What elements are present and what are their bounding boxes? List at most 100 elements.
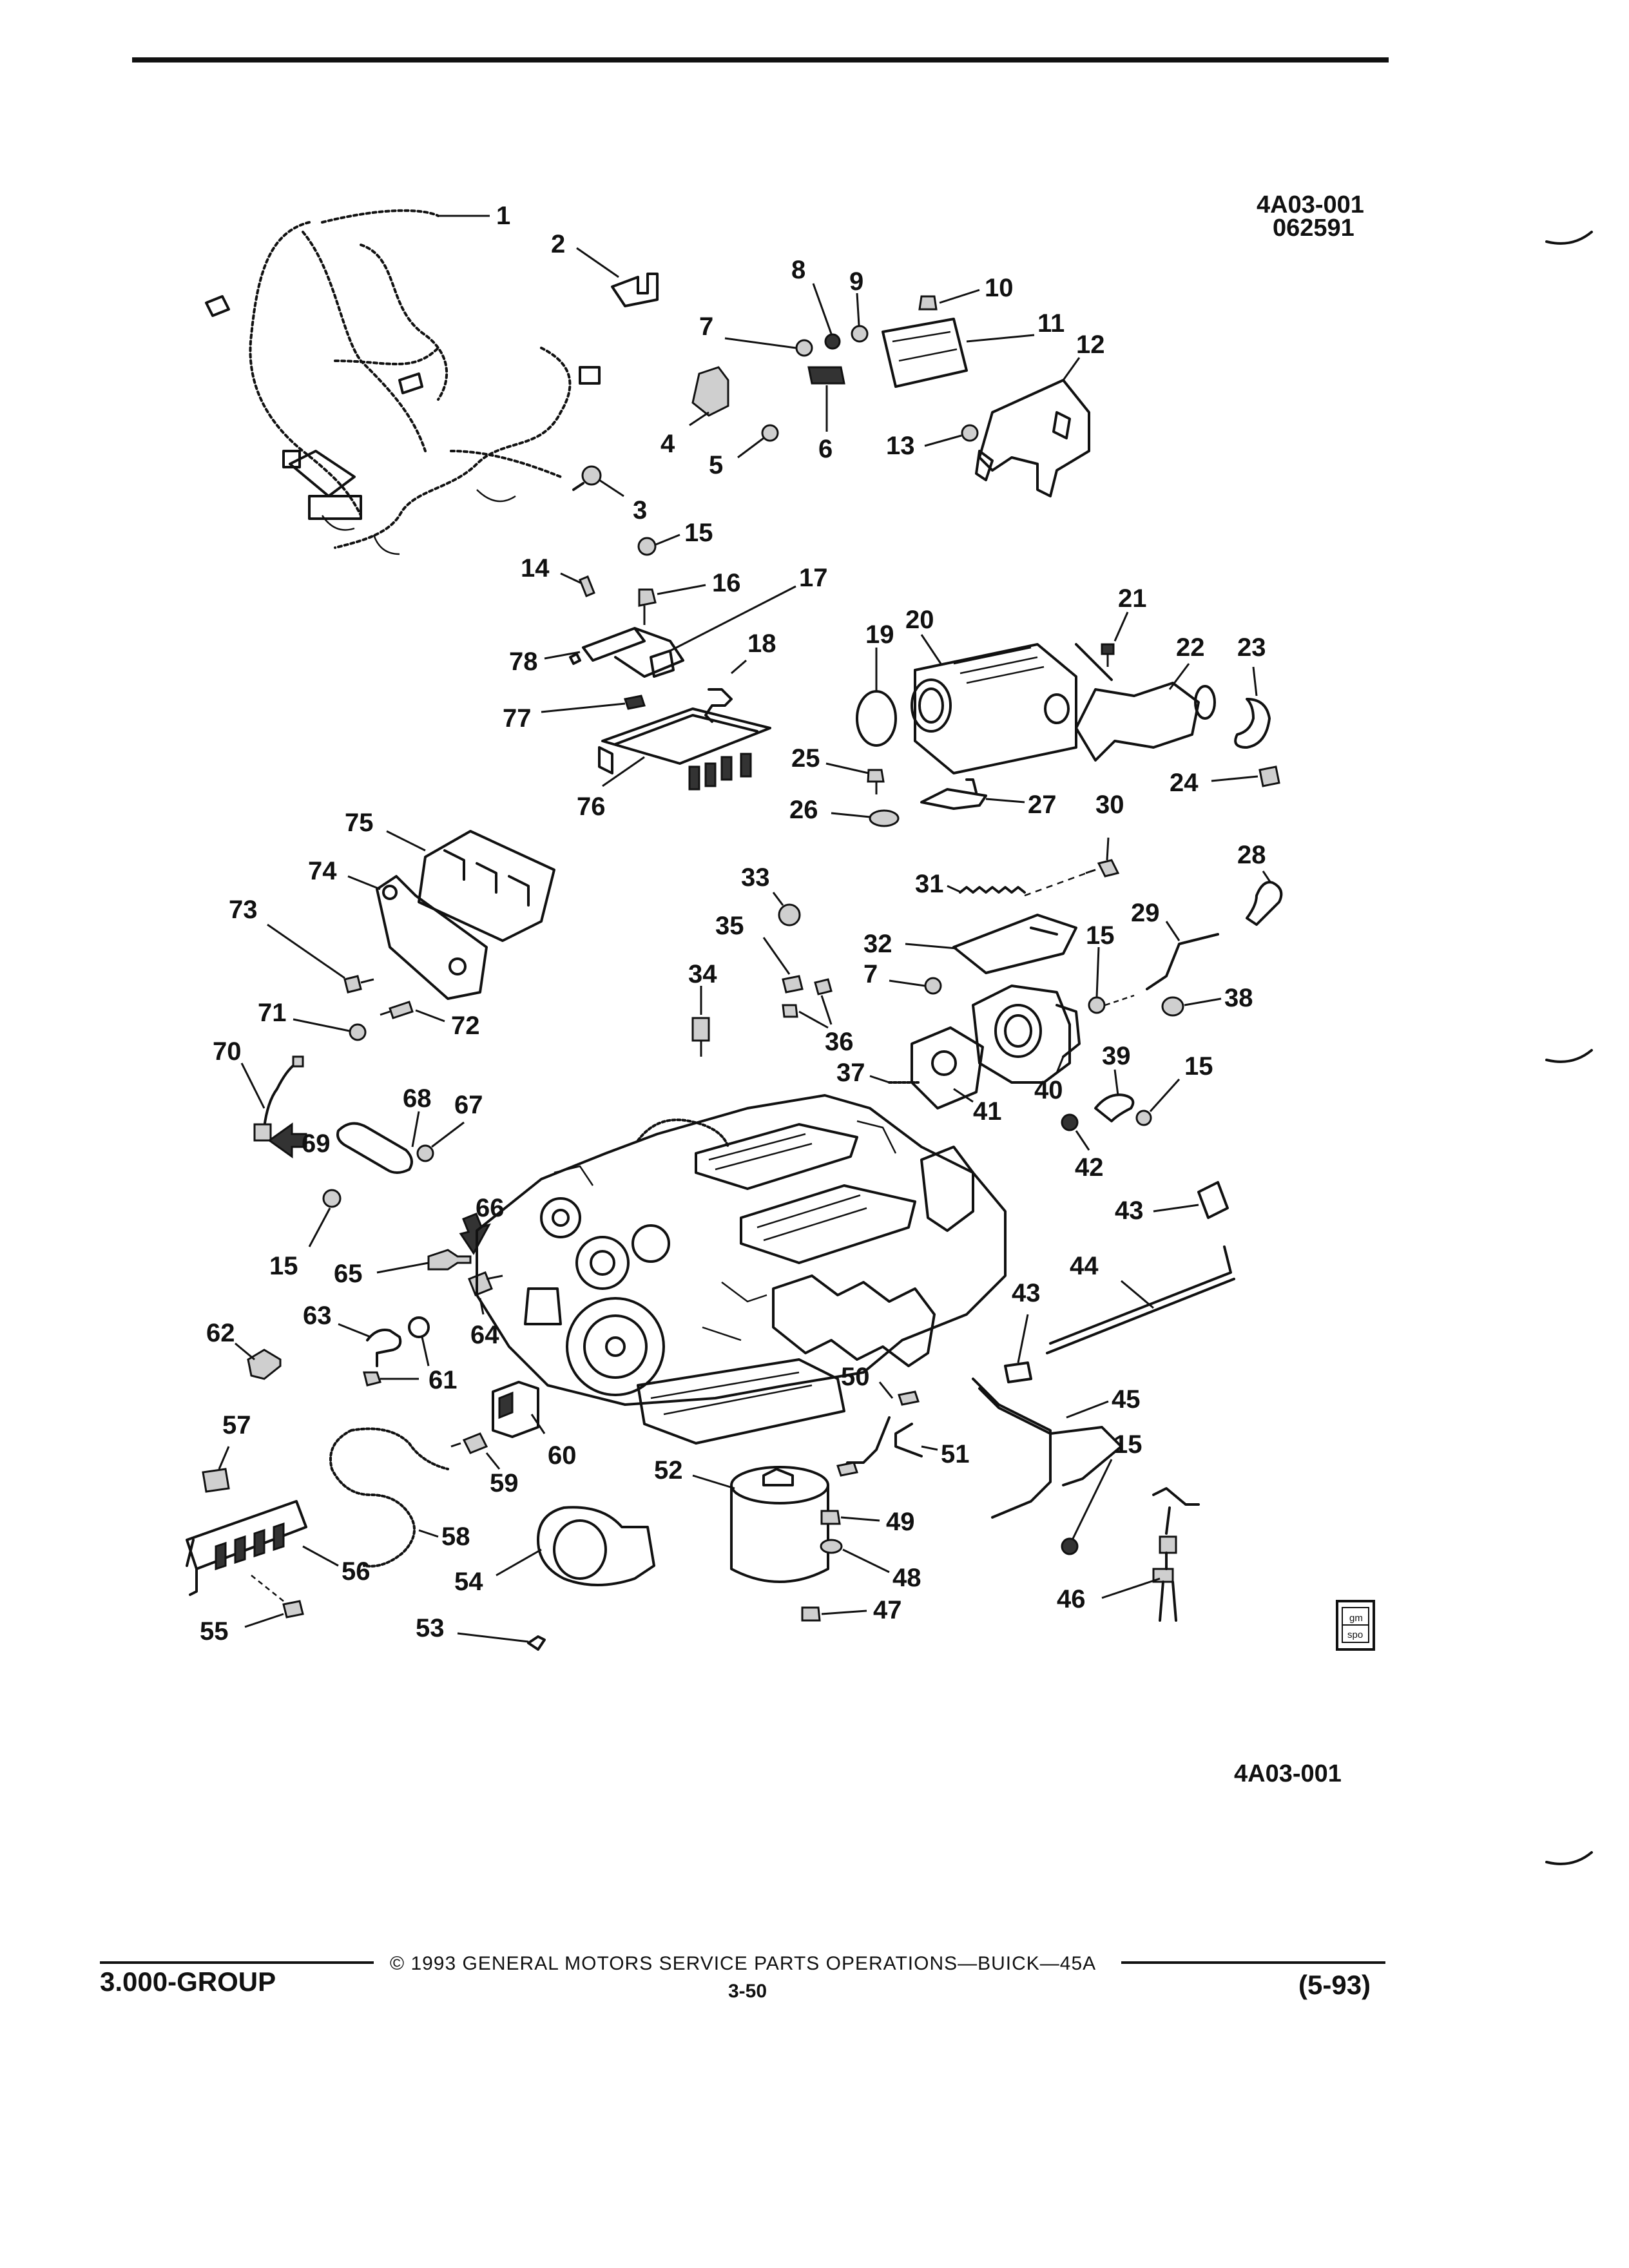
leader-49 (840, 1516, 880, 1522)
leader-72 (415, 1009, 445, 1023)
leader-44 (1121, 1280, 1154, 1309)
callout-29: 29 (1131, 899, 1160, 927)
spring-part (959, 886, 1026, 894)
location-arrow-icon (459, 1213, 491, 1255)
nut-part (1061, 1113, 1079, 1131)
leader-73 (267, 923, 345, 979)
leader-26 (831, 812, 871, 818)
leader-15a (655, 533, 680, 546)
callout-43b: 43 (1012, 1279, 1041, 1307)
leader-43a (1153, 1204, 1199, 1213)
leader-7b (889, 979, 925, 987)
callout-36: 36 (825, 1028, 854, 1056)
sensor-part (247, 1349, 282, 1380)
callout-78: 78 (509, 648, 538, 676)
leader-36b (798, 1010, 829, 1029)
sub-harness-part (329, 1427, 449, 1568)
leader-16 (657, 584, 706, 595)
callout-56: 56 (342, 1557, 371, 1586)
leader-71 (293, 1018, 350, 1032)
connector-part (202, 1468, 230, 1493)
callout-10: 10 (985, 274, 1014, 302)
callout-70: 70 (213, 1037, 242, 1066)
leader-15b (1095, 947, 1100, 998)
callout-42: 42 (1075, 1153, 1104, 1182)
leader-17 (670, 585, 796, 652)
gasket-part (911, 1026, 984, 1110)
callout-68: 68 (403, 1084, 432, 1113)
callout-58: 58 (441, 1523, 470, 1551)
callout-15b: 15 (1086, 921, 1115, 950)
nut-part (416, 1144, 434, 1162)
callout-24: 24 (1170, 769, 1199, 797)
footer-copyright: © 1993 GENERAL MOTORS SERVICE PARTS OPER… (390, 1953, 1096, 1974)
sensor-part (253, 1055, 304, 1142)
callout-8: 8 (791, 256, 805, 284)
switch-part (691, 1017, 710, 1057)
leader-76 (602, 756, 645, 787)
leader-7a (724, 337, 796, 349)
fuel-rail-part (598, 707, 771, 791)
intake-plenum-part (418, 830, 555, 942)
callout-40: 40 (1034, 1076, 1063, 1104)
callout-60: 60 (548, 1441, 577, 1470)
screw-part (579, 575, 595, 597)
callout-6: 6 (818, 435, 833, 463)
leader-47 (821, 1610, 867, 1615)
bracket-part (376, 875, 488, 1000)
callout-3: 3 (633, 496, 647, 524)
callout-33: 33 (741, 863, 770, 892)
callout-15d: 15 (269, 1252, 298, 1280)
callout-51: 51 (941, 1440, 970, 1468)
leader-18 (731, 659, 747, 675)
hose-part (898, 1390, 920, 1406)
callout-25: 25 (791, 744, 820, 773)
nut-part (1135, 1110, 1152, 1126)
leader-50 (878, 1381, 894, 1399)
callout-15a: 15 (684, 519, 713, 547)
air-cleaner-part (911, 643, 1077, 774)
callout-73: 73 (229, 896, 258, 924)
leader-2 (576, 247, 619, 278)
sensor-part (691, 366, 729, 417)
oxygen-sensor-part (1152, 1487, 1200, 1622)
callout-27: 27 (1028, 791, 1057, 819)
callout-17: 17 (799, 564, 828, 592)
callout-28: 28 (1237, 841, 1266, 869)
sensor-lead-part (263, 1062, 298, 1129)
clip-part (778, 903, 801, 927)
leader-63 (338, 1323, 371, 1338)
callout-75: 75 (345, 809, 374, 837)
callout-18: 18 (747, 629, 776, 658)
control-module-part (882, 318, 968, 388)
module-part (807, 366, 845, 385)
callout-54: 54 (454, 1568, 483, 1596)
nut-part (1061, 1537, 1079, 1555)
leader-60 (530, 1414, 546, 1434)
footer-page-number: 3-50 (728, 1981, 767, 2002)
leader-14 (560, 572, 582, 584)
callout-66: 66 (476, 1194, 505, 1222)
callout-31: 31 (915, 870, 944, 898)
callout-47: 47 (873, 1596, 902, 1624)
callout-43a: 43 (1115, 1196, 1144, 1225)
clamp-part (1234, 698, 1271, 749)
hose-part (366, 1329, 402, 1367)
leader-8 (812, 283, 833, 334)
wiring-harness-part (205, 209, 601, 555)
callout-72: 72 (451, 1012, 480, 1040)
fitting-part (782, 1004, 798, 1018)
callout-30: 30 (1095, 791, 1124, 819)
fitting-part (638, 588, 657, 625)
callout-49: 49 (886, 1508, 915, 1536)
margin-mark (1545, 231, 1593, 245)
callout-20: 20 (905, 606, 934, 634)
fitting-part (782, 975, 804, 994)
leader-62 (235, 1342, 255, 1361)
callout-53: 53 (416, 1614, 445, 1642)
leader-65 (376, 1262, 429, 1274)
leader-38 (1184, 997, 1222, 1006)
callout-22: 22 (1176, 633, 1205, 662)
